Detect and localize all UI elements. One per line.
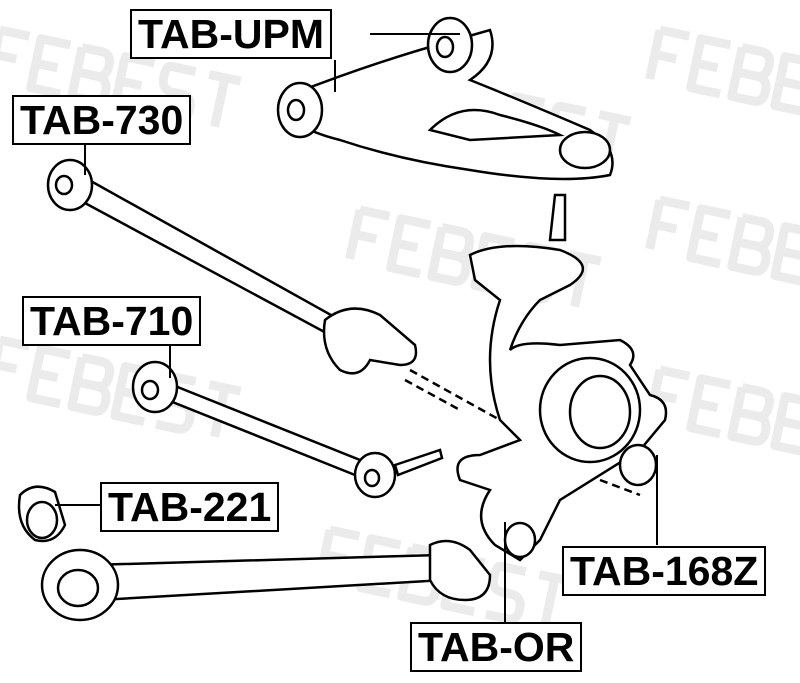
lower-arm-drawing (40, 539, 492, 622)
upper-arm-drawing (276, 16, 614, 242)
leader-lines (55, 33, 658, 622)
label-tab-730: TAB-730 (12, 95, 192, 145)
rod-730-drawing (46, 158, 418, 375)
label-tab-168z: TAB-168Z (562, 546, 767, 596)
label-tab-or: TAB-OR (410, 622, 583, 672)
label-tab-221: TAB-221 (100, 482, 280, 532)
dashed-guide (404, 368, 641, 497)
rod-710-drawing (131, 360, 444, 499)
label-tab-upm: TAB-UPM (130, 9, 332, 59)
label-tab-710: TAB-710 (22, 296, 202, 346)
bushing-221-drawing (17, 485, 67, 543)
knuckle-drawing (456, 244, 668, 562)
